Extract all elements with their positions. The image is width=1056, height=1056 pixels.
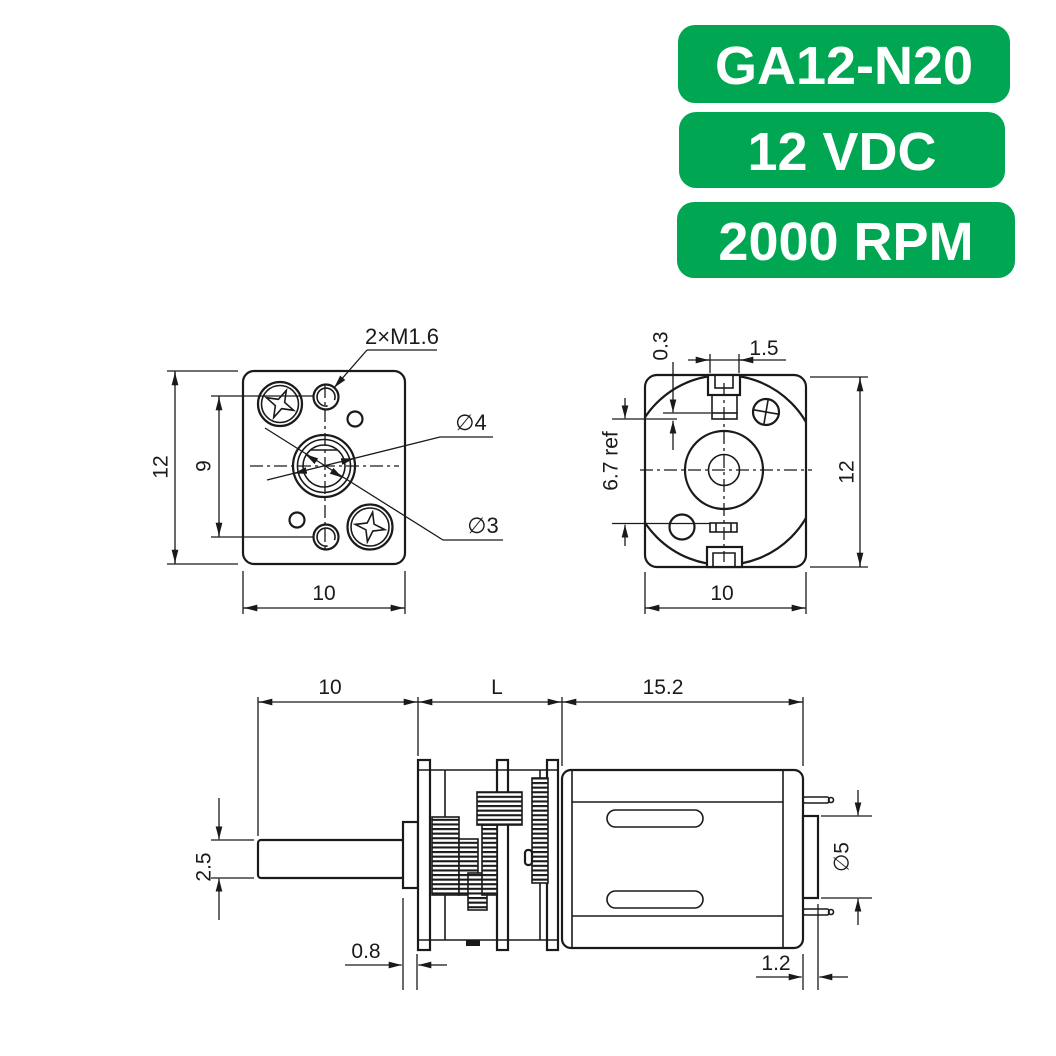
badge-speed: 2000 RPM xyxy=(677,202,1015,278)
front-height-value: 12 xyxy=(150,455,173,478)
phillips-screw-bottom-right xyxy=(346,503,394,551)
tapped-holes-label: 2×M1.6 xyxy=(365,324,439,349)
tab-step-value: 0.3 xyxy=(650,331,673,360)
dim-rear-height: 12 xyxy=(810,376,868,568)
contact-span-value: 6.7 ref xyxy=(600,431,623,491)
leader-shaft-diameter: ∅3 xyxy=(264,427,503,541)
dim-hole-spacing: 9 xyxy=(193,395,314,538)
shaft-diameter-value: 2.5 xyxy=(193,852,216,881)
pilot-hole-top-right xyxy=(346,410,364,428)
dim-flange-thickness: 0.8 xyxy=(345,898,447,990)
dim-tab-step: 0.3 xyxy=(650,331,711,450)
motor-slot-top xyxy=(606,809,704,828)
dim-front-width: 10 xyxy=(242,571,406,614)
badge-background xyxy=(679,112,1005,188)
rear-view: 1.5 0.3 6.7 ref 12 xyxy=(600,331,868,614)
rear-bearing-boss xyxy=(801,814,820,900)
badge-voltage: 12 VDC xyxy=(679,112,1005,188)
gearbox-length-value: L xyxy=(491,676,503,699)
dim-boss-length: 1.2 xyxy=(756,904,848,990)
dim-front-height: 12 xyxy=(150,370,238,565)
front-width-value: 10 xyxy=(312,582,335,605)
dim-side-lengths: 10 L 15.2 xyxy=(257,676,804,836)
shaft-diameter-label: ∅3 xyxy=(467,513,498,538)
hub-diameter-label: ∅4 xyxy=(455,410,486,435)
tapped-hole-top xyxy=(312,383,340,411)
badge-model: GA12-N20 xyxy=(678,25,1010,103)
pilot-hole-bottom-left xyxy=(288,511,306,529)
tab-width-value: 1.5 xyxy=(749,337,778,360)
side-view: 10 L 15.2 2.5 0.8 xyxy=(193,676,872,990)
dim-shaft-diameter: 2.5 xyxy=(193,798,254,920)
leader-tapped-holes: 2×M1.6 xyxy=(333,324,439,389)
gearbox-mid-plate xyxy=(495,758,510,952)
dim-tab-width: 1.5 xyxy=(688,337,786,373)
terminal-pins xyxy=(802,796,835,916)
dim-boss-diameter: ∅5 xyxy=(821,790,872,925)
dim-contact-span: 6.7 ref xyxy=(600,398,710,546)
motor-slot-bottom xyxy=(606,890,704,909)
badge-background xyxy=(677,202,1015,278)
phillips-screw-top-left xyxy=(256,380,304,428)
badge-background xyxy=(678,25,1010,103)
dim-rear-width: 10 xyxy=(644,572,807,614)
front-boss xyxy=(401,820,420,890)
spec-badges: GA12-N20 12 VDC 2000 RPM xyxy=(677,25,1015,278)
motor-length-value: 15.2 xyxy=(643,676,684,699)
boss-length-value: 1.2 xyxy=(761,952,790,975)
boss-diameter-value: ∅5 xyxy=(831,842,854,872)
badge-model-label: GA12-N20 xyxy=(715,36,973,96)
rear-height-value: 12 xyxy=(836,460,859,483)
badge-speed-label: 2000 RPM xyxy=(718,212,973,272)
rear-screw xyxy=(751,397,781,427)
gear-train xyxy=(431,777,549,946)
badge-voltage-label: 12 VDC xyxy=(747,122,936,182)
front-view: 2×M1.6 ∅4 ∅3 12 xyxy=(150,324,503,614)
rear-width-value: 10 xyxy=(710,582,733,605)
shaft-length-value: 10 xyxy=(318,676,341,699)
flange-thickness-value: 0.8 xyxy=(351,940,380,963)
rear-vent-hole xyxy=(668,513,696,541)
hole-spacing-value: 9 xyxy=(193,460,216,472)
output-shaft xyxy=(256,838,406,880)
motor-body xyxy=(560,768,805,950)
tapped-hole-bottom xyxy=(312,523,340,551)
gearbox-front-plate xyxy=(416,758,432,952)
